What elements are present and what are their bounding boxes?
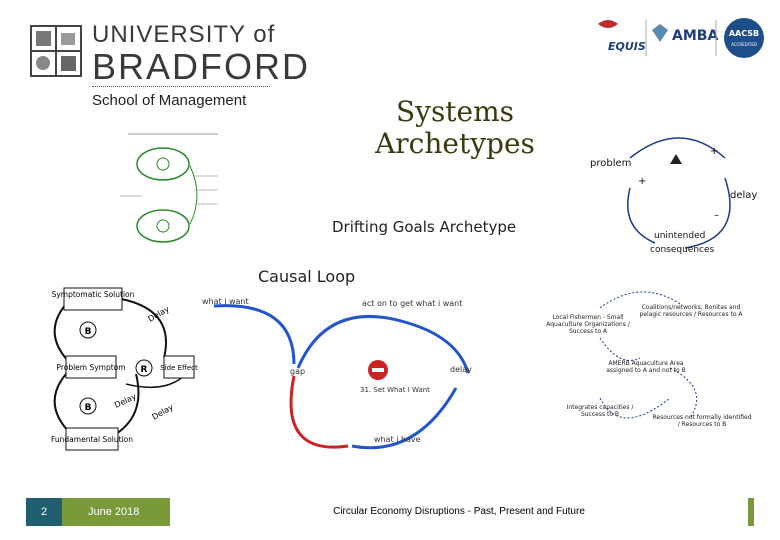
shifting-burden-diagram: Symptomatic Solution Problem Symptom Sid… — [51, 287, 198, 451]
slide-title-line1: Systems — [395, 95, 515, 128]
accreditation-logos: EQUIS AMBA AACSB ACCREDITED — [598, 18, 764, 58]
symptomatic-box: Symptomatic Solution — [52, 287, 135, 311]
fundamental-box: Fundamental Solution — [51, 427, 133, 451]
footer-date: June 2018 — [62, 498, 170, 526]
svg-text:AACSB: AACSB — [729, 29, 759, 38]
delay2: Delay — [113, 392, 138, 410]
svg-text:ACCREDITED: ACCREDITED — [731, 42, 757, 47]
cl-what-i-have: what i have — [374, 435, 421, 444]
cl-gap: gap — [290, 367, 305, 376]
br-bottom-left: Integrates capacities / Success to B — [566, 404, 634, 418]
tr-problem: problem — [590, 158, 631, 169]
side-effect-label: Side Effect — [160, 364, 198, 372]
causal-loop-heading: Causal Loop — [258, 267, 355, 286]
br-left: Local Fishermen - Small Aquaculture Orga… — [546, 314, 630, 335]
delay1: Delay — [147, 304, 172, 323]
cl-what-i-want: what i want — [202, 297, 249, 306]
svg-text:AMBA: AMBA — [672, 28, 718, 44]
svg-text:+: + — [638, 176, 646, 187]
br-middle: AMERB Aquaculture Area assigned to A and… — [606, 360, 686, 374]
side-effect-box: Side Effect — [160, 355, 198, 379]
university-line1: UNIVERSITY of — [92, 21, 276, 48]
footer-end-block — [748, 498, 754, 526]
cl-delay: delay — [450, 365, 472, 374]
svg-text:EQUIS: EQUIS — [608, 40, 646, 53]
loop-b2: B — [85, 403, 92, 413]
unintended-consequences-diagram: problem delay unintended consequences + … — [590, 137, 757, 255]
symptomatic-label: Symptomatic Solution — [52, 290, 135, 299]
footer-title: Circular Economy Disruptions - Past, Pre… — [170, 498, 748, 526]
causal-loop-diagram: what i want act on to get what i want ga… — [202, 297, 472, 450]
tr-consequences: consequences — [650, 245, 715, 255]
loop-b1: B — [85, 327, 92, 337]
problem-box: Problem Symptom — [56, 355, 126, 379]
school-name: School of Management — [92, 92, 247, 109]
tr-unintended: unintended — [654, 231, 705, 241]
svg-text:–: – — [714, 210, 719, 221]
cl-center: 31. Set What I Want — [360, 386, 430, 394]
tr-delay: delay — [730, 190, 757, 201]
br-top: Coalitions/networks; Bonitas and pelagic… — [639, 304, 743, 318]
br-bottom-right: Resources not formally identified / Reso… — [652, 414, 752, 428]
cl-act-on: act on to get what i want — [362, 299, 462, 308]
header-divider — [92, 86, 270, 87]
slide-title-line2: Archetypes — [375, 127, 535, 160]
causal-loop-text: Causal Loop — [258, 267, 355, 286]
university-line2: BRADFORD — [92, 46, 311, 87]
svg-text:+: + — [710, 146, 718, 157]
drifting-goals-text: Drifting Goals Archetype — [332, 218, 516, 236]
delay3: Delay — [151, 402, 176, 421]
aacsb-logo: AACSB ACCREDITED — [724, 18, 764, 58]
footer-page-number: 2 — [26, 498, 62, 526]
fundamental-label: Fundamental Solution — [51, 435, 133, 444]
drifting-goals-heading: Drifting Goals Archetype — [332, 218, 516, 236]
university-crest-logo — [30, 25, 82, 77]
problem-label: Problem Symptom — [56, 363, 125, 372]
university-name: UNIVERSITY of BRADFORD — [92, 22, 310, 86]
loop-r: R — [141, 365, 148, 375]
slide-title: Systems Archetypes — [360, 96, 550, 160]
amba-logo: AMBA — [652, 24, 718, 44]
success-to-successful-diagram: Coalitions/networks; Bonitas and pelagic… — [546, 291, 752, 428]
equis-logo: EQUIS — [598, 20, 646, 53]
tragedy-commons-diagram — [120, 133, 218, 243]
